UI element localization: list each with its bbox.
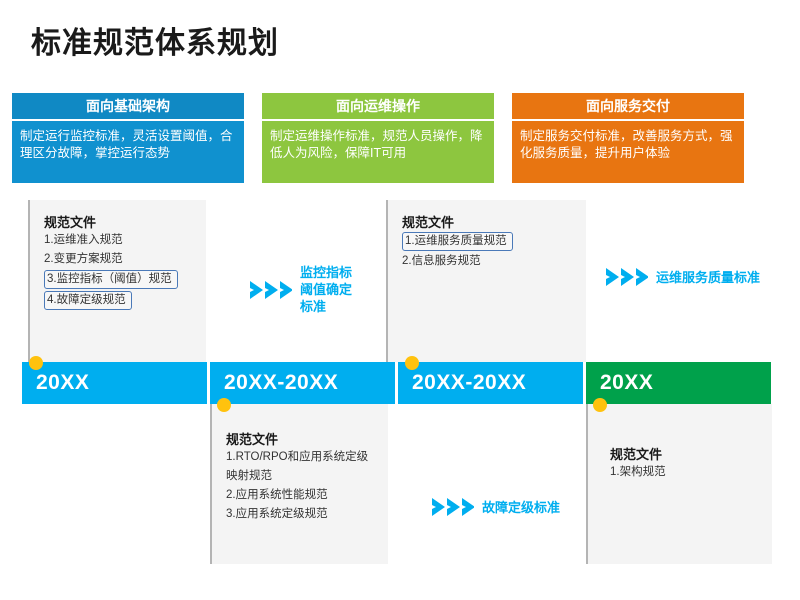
- panel-title: 规范文件: [226, 432, 279, 447]
- timeline-bar-phase-3[interactable]: 20XX-20XX: [398, 362, 583, 404]
- timeline-bar-phase-4[interactable]: 20XX: [586, 362, 771, 404]
- timeline-marker-dot: [29, 356, 43, 370]
- category-description: 制定运维操作标准，规范人员操作，降低人为风险，保障IT可用: [262, 119, 494, 183]
- detail-panel-phase-4: 规范文件 1.架构规范: [586, 404, 772, 564]
- list-item: 1.架构规范: [610, 466, 666, 478]
- list-item: 1.运维准入规范: [44, 234, 123, 246]
- detail-panel-phase-3: 规范文件 1.运维服务质量规范 2.信息服务规范: [386, 200, 586, 362]
- list-item: 2.信息服务规范: [402, 255, 481, 267]
- timeline-label: 20XX-20XX: [412, 371, 527, 394]
- panel-item-list: 1.运维服务质量规范 2.信息服务规范: [402, 231, 586, 271]
- panel-title: 规范文件: [610, 447, 663, 462]
- double-chevron-right-icon: [248, 278, 292, 302]
- category-card-service-delivery[interactable]: 面向服务交付 制定服务交付标准，改善服务方式，强化服务质量，提升用户体验: [512, 93, 744, 183]
- category-heading: 面向运维操作: [262, 93, 494, 119]
- callout-monitoring: 监控指标阈值确定标准: [248, 264, 378, 315]
- list-item: 3.应用系统定级规范: [226, 508, 328, 520]
- panel-item-list: 1.运维准入规范 2.变更方案规范 3.监控指标（阈值）规范 4.故障定级规范: [44, 231, 206, 311]
- callout-label: 故障定级标准: [482, 499, 561, 515]
- list-item-highlighted[interactable]: 3.监控指标（阈值）规范: [44, 270, 178, 289]
- list-item: 2.变更方案规范: [44, 253, 123, 265]
- detail-panel-phase-2: 规范文件 1.RTO/RPO和应用系统定级 映射规范 2.应用系统性能规范 3.…: [210, 404, 388, 564]
- list-item: 1.RTO/RPO和应用系统定级: [226, 451, 369, 463]
- list-item-highlighted[interactable]: 1.运维服务质量规范: [402, 232, 513, 251]
- timeline-label: 20XX-20XX: [224, 371, 339, 394]
- callout-label: 运维服务质量标准: [656, 269, 761, 285]
- category-card-operations[interactable]: 面向运维操作 制定运维操作标准，规范人员操作，降低人为风险，保障IT可用: [262, 93, 494, 183]
- page-title: 标准规范体系规划: [31, 27, 279, 60]
- timeline-bar-phase-1[interactable]: 20XX: [22, 362, 207, 404]
- timeline-label: 20XX: [600, 371, 654, 394]
- panel-item-list: 1.RTO/RPO和应用系统定级 映射规范 2.应用系统性能规范 3.应用系统定…: [226, 448, 388, 524]
- double-chevron-right-icon: [604, 265, 648, 289]
- panel-title: 规范文件: [44, 215, 97, 230]
- callout-fault-grading: 故障定级标准: [430, 495, 560, 519]
- timeline-marker-dot: [405, 356, 419, 370]
- callout-service-quality: 运维服务质量标准: [604, 265, 760, 289]
- category-description: 制定运行监控标准，灵活设置阈值，合理区分故障，掌控运行态势: [12, 119, 244, 183]
- timeline-label: 20XX: [36, 371, 90, 394]
- timeline-marker-dot: [593, 398, 607, 412]
- panel-item-list: 1.架构规范: [610, 463, 772, 482]
- timeline-marker-dot: [217, 398, 231, 412]
- list-item: 映射规范: [226, 470, 272, 482]
- panel-title: 规范文件: [402, 215, 455, 230]
- category-card-infrastructure[interactable]: 面向基础架构 制定运行监控标准，灵活设置阈值，合理区分故障，掌控运行态势: [12, 93, 244, 183]
- category-heading: 面向服务交付: [512, 93, 744, 119]
- category-heading: 面向基础架构: [12, 93, 244, 119]
- category-description: 制定服务交付标准，改善服务方式，强化服务质量，提升用户体验: [512, 119, 744, 183]
- callout-label: 监控指标阈值确定标准: [300, 265, 353, 314]
- timeline-bar-phase-2[interactable]: 20XX-20XX: [210, 362, 395, 404]
- list-item-highlighted[interactable]: 4.故障定级规范: [44, 291, 132, 310]
- list-item: 2.应用系统性能规范: [226, 489, 328, 501]
- double-chevron-right-icon: [430, 495, 474, 519]
- detail-panel-phase-1: 规范文件 1.运维准入规范 2.变更方案规范 3.监控指标（阈值）规范 4.故障…: [28, 200, 206, 362]
